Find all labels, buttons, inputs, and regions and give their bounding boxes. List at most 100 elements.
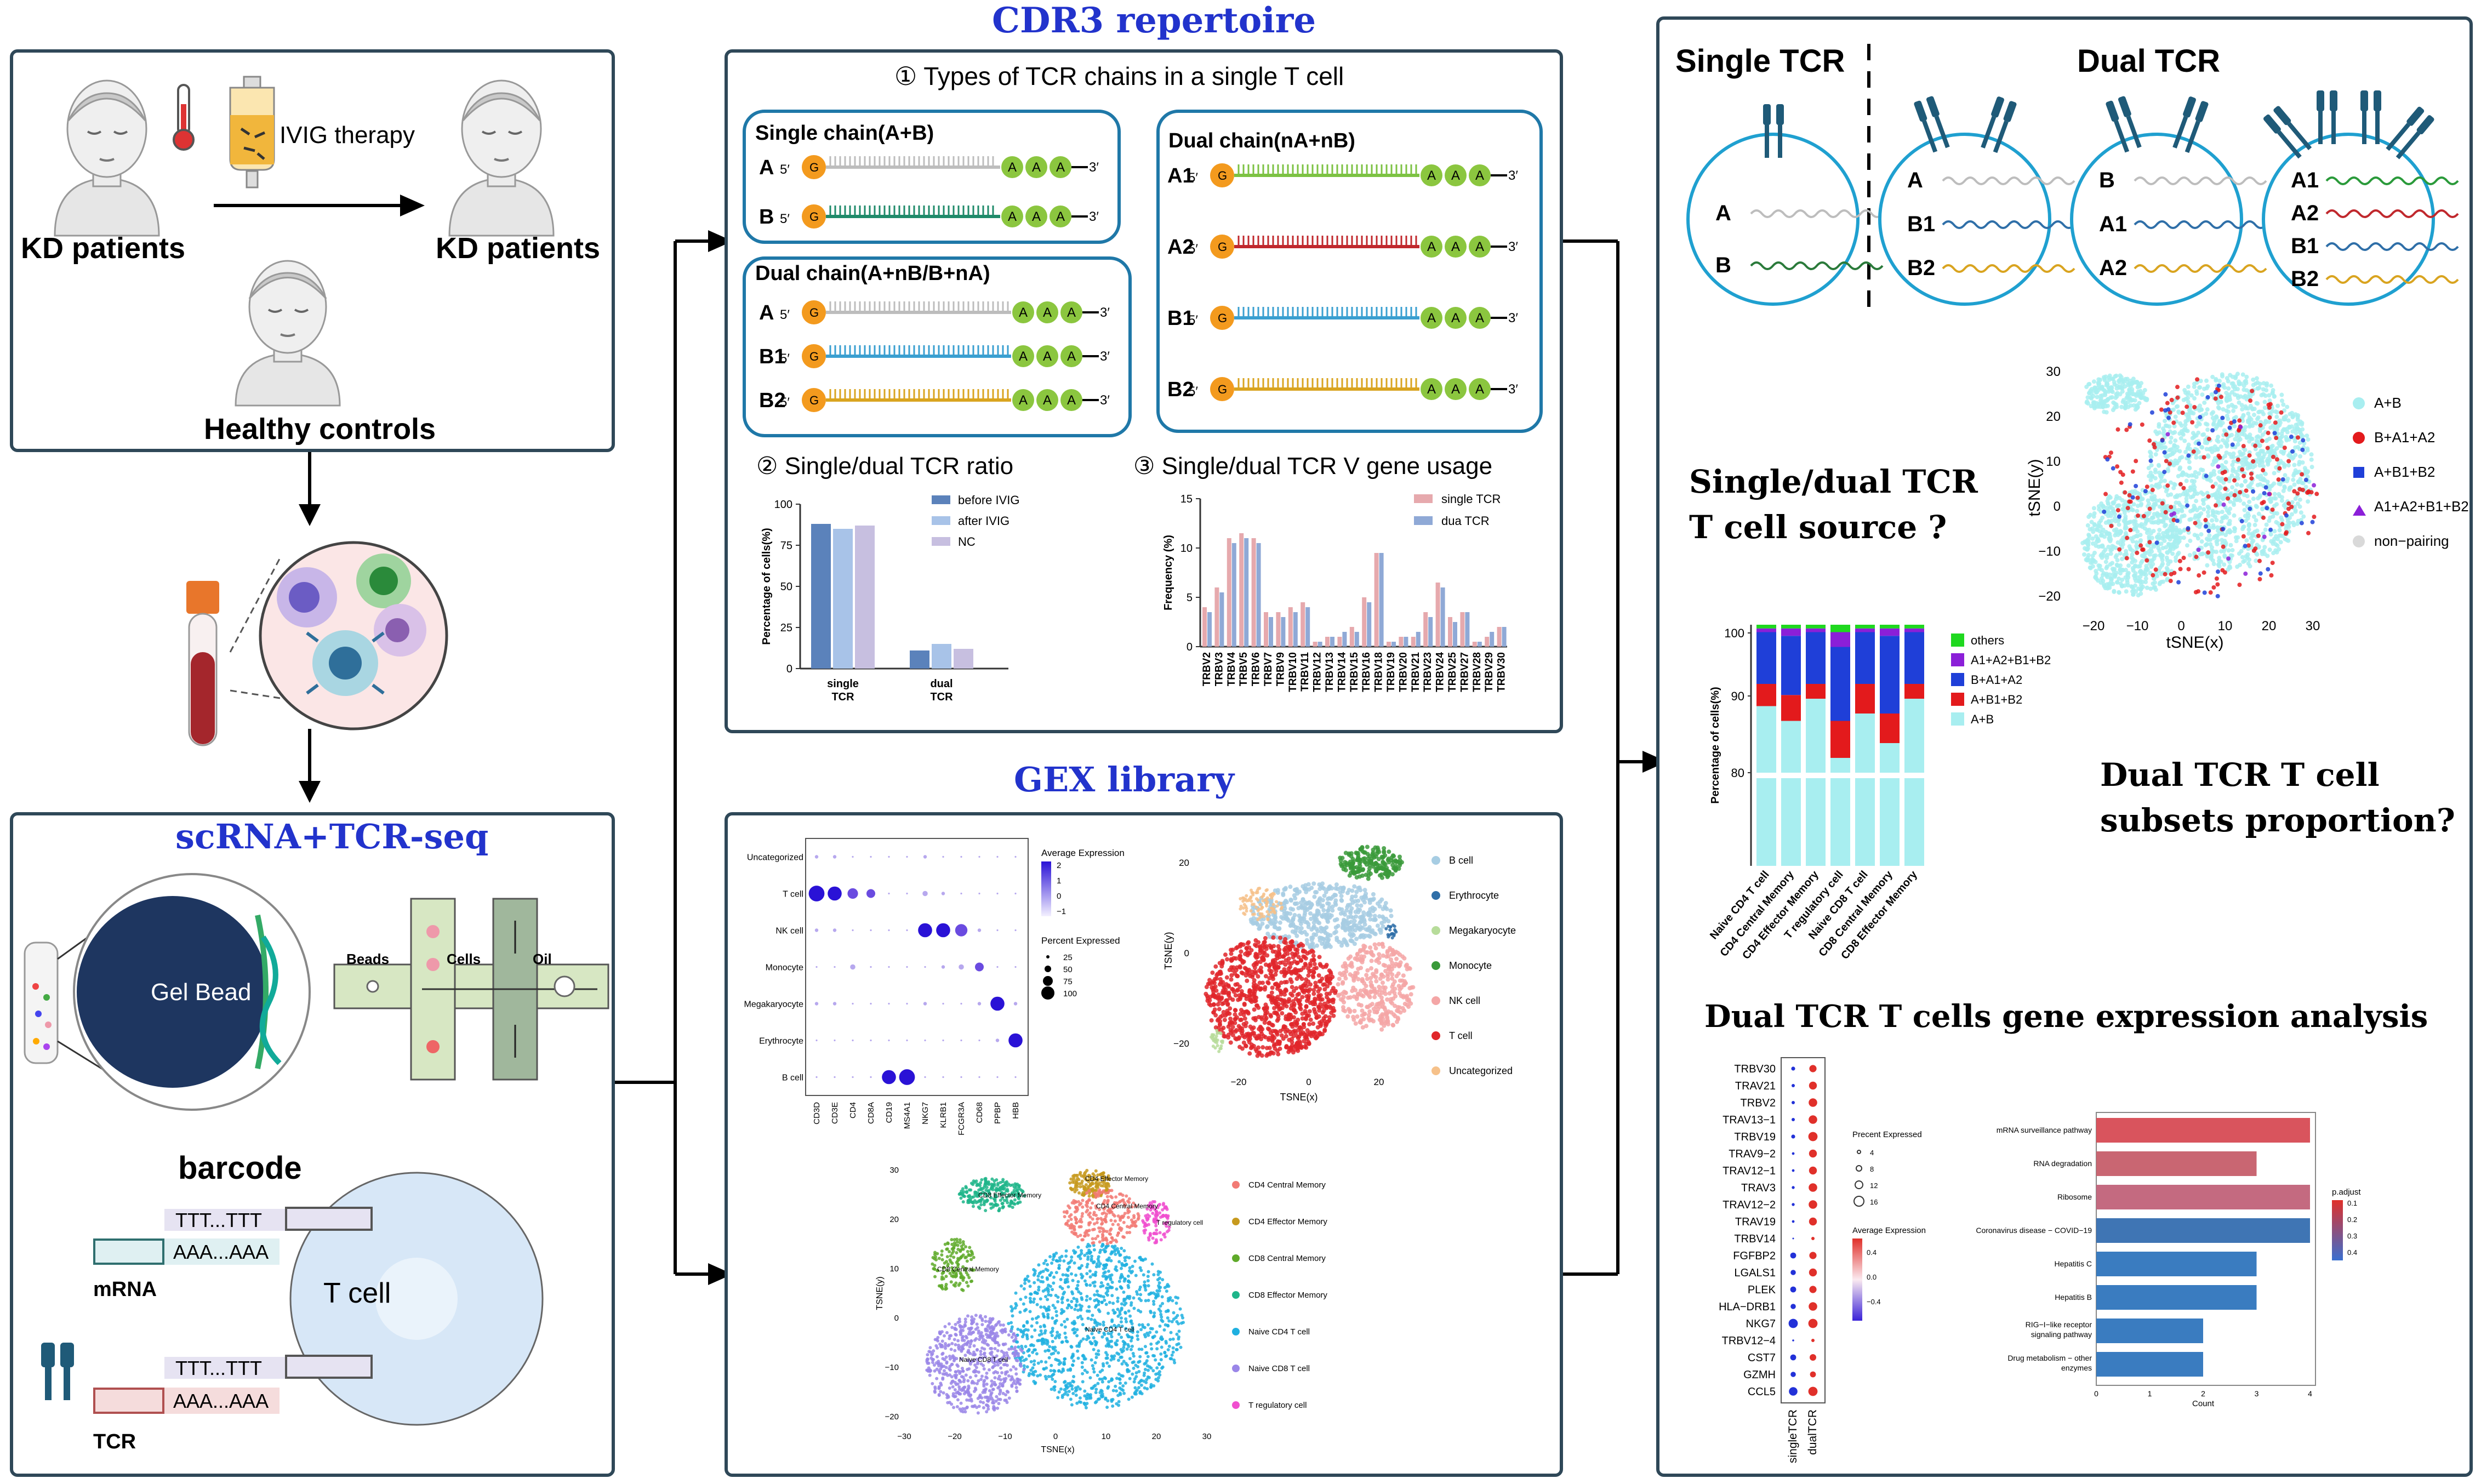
point xyxy=(971,1201,974,1205)
point xyxy=(1060,1300,1064,1304)
point xyxy=(996,1360,1000,1363)
point xyxy=(1275,1018,1280,1023)
point xyxy=(1143,1386,1147,1390)
point xyxy=(1052,1369,1056,1373)
point xyxy=(972,1331,976,1334)
point xyxy=(1048,1255,1052,1259)
point xyxy=(972,1405,976,1408)
point xyxy=(1377,1017,1382,1022)
point xyxy=(1136,1292,1139,1296)
bar xyxy=(1440,587,1445,647)
point xyxy=(929,1353,933,1357)
point xyxy=(1321,907,1326,912)
point xyxy=(958,1192,962,1196)
point xyxy=(1121,1339,1125,1343)
ivig-therapy-label: IVIG therapy xyxy=(280,122,415,149)
point xyxy=(1364,862,1369,867)
point xyxy=(1102,1172,1105,1175)
y-tick-label: 15 xyxy=(1180,493,1193,505)
point xyxy=(1229,957,1234,962)
point xyxy=(1005,1196,1008,1200)
point xyxy=(1087,1185,1091,1189)
point xyxy=(1023,1278,1027,1282)
beads-label: Beads xyxy=(346,951,390,967)
point xyxy=(1139,1269,1143,1272)
point xyxy=(1320,885,1325,890)
point xyxy=(1315,912,1320,917)
point xyxy=(1338,858,1343,863)
point xyxy=(1066,1269,1070,1272)
point xyxy=(1029,1292,1033,1296)
point xyxy=(1098,1310,1102,1314)
point xyxy=(988,1317,992,1321)
point xyxy=(1102,1320,1105,1324)
mrna-label: mRNA xyxy=(93,1278,157,1301)
point xyxy=(1128,1225,1132,1229)
point xyxy=(1265,1010,1270,1015)
dot xyxy=(906,1002,908,1005)
point xyxy=(997,1374,1001,1378)
point xyxy=(1301,1021,1306,1026)
point xyxy=(1239,904,1243,908)
point xyxy=(1059,1361,1063,1365)
point xyxy=(1062,1259,1066,1263)
point xyxy=(1157,1281,1161,1285)
point xyxy=(950,1402,954,1406)
point xyxy=(1234,956,1239,961)
point xyxy=(940,1365,944,1368)
point xyxy=(1305,988,1310,993)
row-label: T cell xyxy=(783,890,803,899)
dot xyxy=(960,892,962,895)
point xyxy=(1000,1356,1004,1360)
point xyxy=(1155,1295,1159,1299)
point xyxy=(1092,1385,1096,1389)
cap-circle xyxy=(802,388,826,412)
point xyxy=(1051,1339,1054,1343)
dot xyxy=(852,1039,854,1042)
point xyxy=(983,1351,986,1355)
point xyxy=(1260,956,1265,961)
dot xyxy=(978,1076,980,1078)
bar xyxy=(833,529,853,669)
point xyxy=(1401,973,1406,978)
x-tick-label: TRBV29 xyxy=(1484,652,1495,692)
point xyxy=(1063,1331,1067,1335)
three-prime: 3′ xyxy=(1508,239,1518,254)
point xyxy=(1243,912,1247,916)
bar xyxy=(1404,637,1408,647)
point xyxy=(1064,1254,1068,1258)
polya-a: A xyxy=(1451,311,1460,326)
point xyxy=(1254,905,1258,909)
point xyxy=(1165,1289,1168,1293)
point xyxy=(1215,972,1220,977)
point xyxy=(1145,1387,1149,1391)
point xyxy=(1387,849,1391,854)
point xyxy=(1341,910,1345,915)
point xyxy=(1154,1358,1157,1362)
point xyxy=(1309,1034,1314,1038)
point xyxy=(999,1382,1002,1385)
point xyxy=(1159,1337,1162,1340)
point xyxy=(1096,1321,1100,1325)
point xyxy=(1367,911,1372,916)
point xyxy=(1043,1331,1047,1335)
point xyxy=(948,1337,951,1340)
point xyxy=(1110,1398,1114,1402)
point xyxy=(999,1366,1003,1370)
point xyxy=(1064,1335,1068,1339)
point xyxy=(1239,989,1244,994)
dot xyxy=(870,966,872,968)
point xyxy=(950,1375,954,1379)
point xyxy=(1382,904,1387,909)
point xyxy=(1057,1264,1061,1268)
polya-a: A xyxy=(1427,239,1436,254)
point xyxy=(1016,1201,1020,1205)
point xyxy=(1257,968,1262,973)
point xyxy=(1241,906,1245,910)
point xyxy=(1096,1373,1099,1377)
point xyxy=(968,1360,972,1364)
point xyxy=(1366,933,1371,938)
point xyxy=(1261,899,1265,903)
point xyxy=(1157,1289,1161,1293)
